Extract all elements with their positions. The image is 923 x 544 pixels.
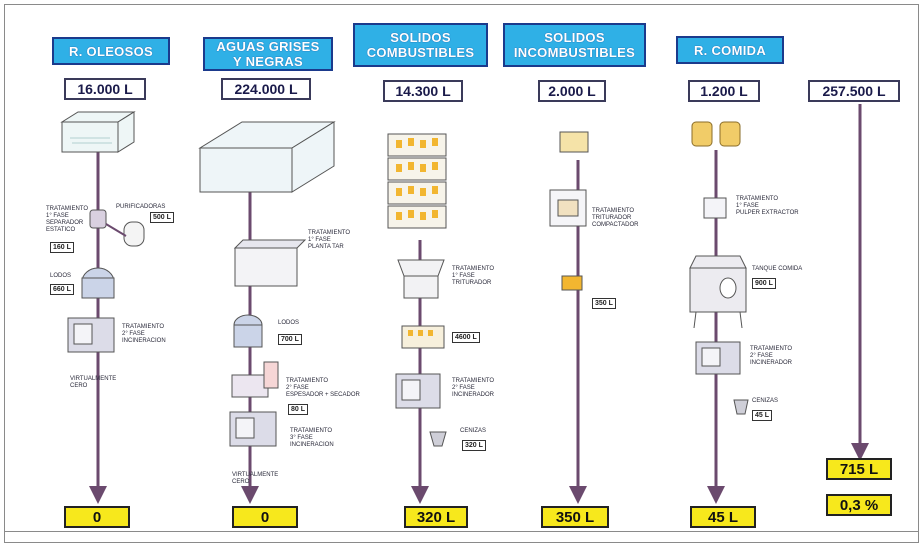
sludge-tank-icon bbox=[81, 267, 115, 299]
step-label: VIRTUALMENTE CERO bbox=[232, 472, 279, 485]
step-qty: 700 L bbox=[278, 334, 302, 345]
step-label: TRATAMIENTO 1° FASE PLANTA TAR bbox=[308, 230, 350, 250]
step-qty: 80 L bbox=[288, 404, 309, 415]
result-aguas: 0 bbox=[232, 506, 298, 528]
volume-oleosos: 16.000 L bbox=[64, 78, 146, 100]
incinerator-icon bbox=[67, 317, 115, 353]
header-oleosos: R. OLEOSOS bbox=[52, 37, 170, 65]
step-label: LODOS bbox=[50, 273, 72, 279]
step-label: TANQUE COMIDA bbox=[752, 266, 803, 272]
food-tank-icon bbox=[689, 255, 747, 313]
tank-oleosos bbox=[60, 111, 136, 153]
purifier-icon bbox=[123, 221, 145, 247]
ash-bin-icon bbox=[429, 431, 447, 447]
header-line: R. COMIDA bbox=[693, 42, 767, 58]
result-total-percent: 0,3 % bbox=[826, 494, 892, 516]
step-label: TRATAMIENTO 1° FASE TRITURADOR bbox=[452, 266, 494, 286]
header-combustibles: SOLIDOS COMBUSTIBLES bbox=[353, 23, 488, 67]
step-label: CENIZAS bbox=[460, 428, 487, 434]
separator-icon bbox=[89, 209, 107, 229]
tank-aguas bbox=[198, 121, 336, 193]
ash-bin-icon bbox=[733, 399, 749, 415]
step-label: TRATAMIENTO 2° FASE INCINERACION bbox=[122, 324, 166, 344]
shredder-icon bbox=[397, 259, 445, 299]
food-bins-icon bbox=[691, 121, 741, 147]
step-label: LODOS bbox=[278, 320, 300, 326]
step-qty: 4600 L bbox=[452, 332, 480, 343]
volume-aguas: 224.000 L bbox=[221, 78, 311, 100]
step-label: TRATAMIENTO 2° FASE INCINERADOR bbox=[452, 378, 495, 398]
compactor-icon bbox=[549, 189, 587, 227]
compacted-block-icon bbox=[561, 275, 583, 291]
bottom-strip bbox=[4, 532, 919, 543]
header-line: R. OLEOSOS bbox=[69, 43, 153, 59]
step-label: PURIFICADORAS bbox=[116, 204, 166, 210]
step-qty: 320 L bbox=[462, 440, 486, 451]
container-icon bbox=[401, 325, 445, 349]
header-line: AGUAS GRISES bbox=[216, 39, 320, 54]
result-oleosos: 0 bbox=[64, 506, 130, 528]
header-comida: R. COMIDA bbox=[676, 36, 784, 64]
pulper-icon bbox=[703, 197, 727, 219]
step-label: TRATAMIENTO 3° FASE INCINERACION bbox=[290, 428, 334, 448]
step-label: TRATAMIENTO 2° FASE INCINERADOR bbox=[750, 346, 793, 366]
stacked-bins-icon bbox=[387, 133, 447, 229]
step-label: TRATAMIENTO 2° FASE ESPESADOR + SECADOR bbox=[286, 378, 360, 398]
incinerator-icon bbox=[229, 411, 277, 447]
step-qty: 900 L bbox=[752, 278, 776, 289]
step-label: TRATAMIENTO 1° FASE PULPER EXTRACTOR bbox=[736, 196, 799, 216]
header-line: SOLIDOS bbox=[544, 30, 605, 45]
step-qty: 660 L bbox=[50, 284, 74, 295]
step-label: TRATAMIENTO TRITURADOR COMPACTADOR bbox=[592, 208, 639, 228]
lodos-tank-icon bbox=[233, 314, 263, 348]
volume-total: 257.500 L bbox=[808, 80, 900, 102]
result-incombustibles: 350 L bbox=[541, 506, 609, 528]
header-line: COMBUSTIBLES bbox=[366, 45, 475, 60]
step-label: TRATAMIENTO 1° FASE SEPARADOR ESTATICO bbox=[46, 206, 88, 233]
step-qty: 500 L bbox=[150, 212, 174, 223]
thickener-icon bbox=[231, 361, 279, 398]
volume-comida: 1.200 L bbox=[688, 80, 760, 102]
header-line: INCOMBUSTIBLES bbox=[513, 45, 636, 60]
result-comida: 45 L bbox=[690, 506, 756, 528]
step-qty: 160 L bbox=[50, 242, 74, 253]
tar-plant-icon bbox=[233, 239, 307, 287]
crate-icon bbox=[559, 131, 589, 153]
result-total: 715 L bbox=[826, 458, 892, 480]
incinerator-icon bbox=[395, 373, 441, 409]
header-aguas: AGUAS GRISES Y NEGRAS bbox=[203, 37, 333, 71]
step-label: VIRTUALMENTE CERO bbox=[70, 376, 117, 389]
step-label: CENIZAS bbox=[752, 398, 779, 404]
header-line: SOLIDOS bbox=[390, 30, 451, 45]
header-line: Y NEGRAS bbox=[232, 54, 304, 69]
step-qty: 45 L bbox=[752, 410, 773, 421]
volume-incombustibles: 2.000 L bbox=[538, 80, 606, 102]
header-incombustibles: SOLIDOS INCOMBUSTIBLES bbox=[503, 23, 646, 67]
volume-combustibles: 14.300 L bbox=[383, 80, 463, 102]
incinerator-icon bbox=[695, 341, 741, 375]
result-combustibles: 320 L bbox=[404, 506, 468, 528]
step-qty: 350 L bbox=[592, 298, 616, 309]
